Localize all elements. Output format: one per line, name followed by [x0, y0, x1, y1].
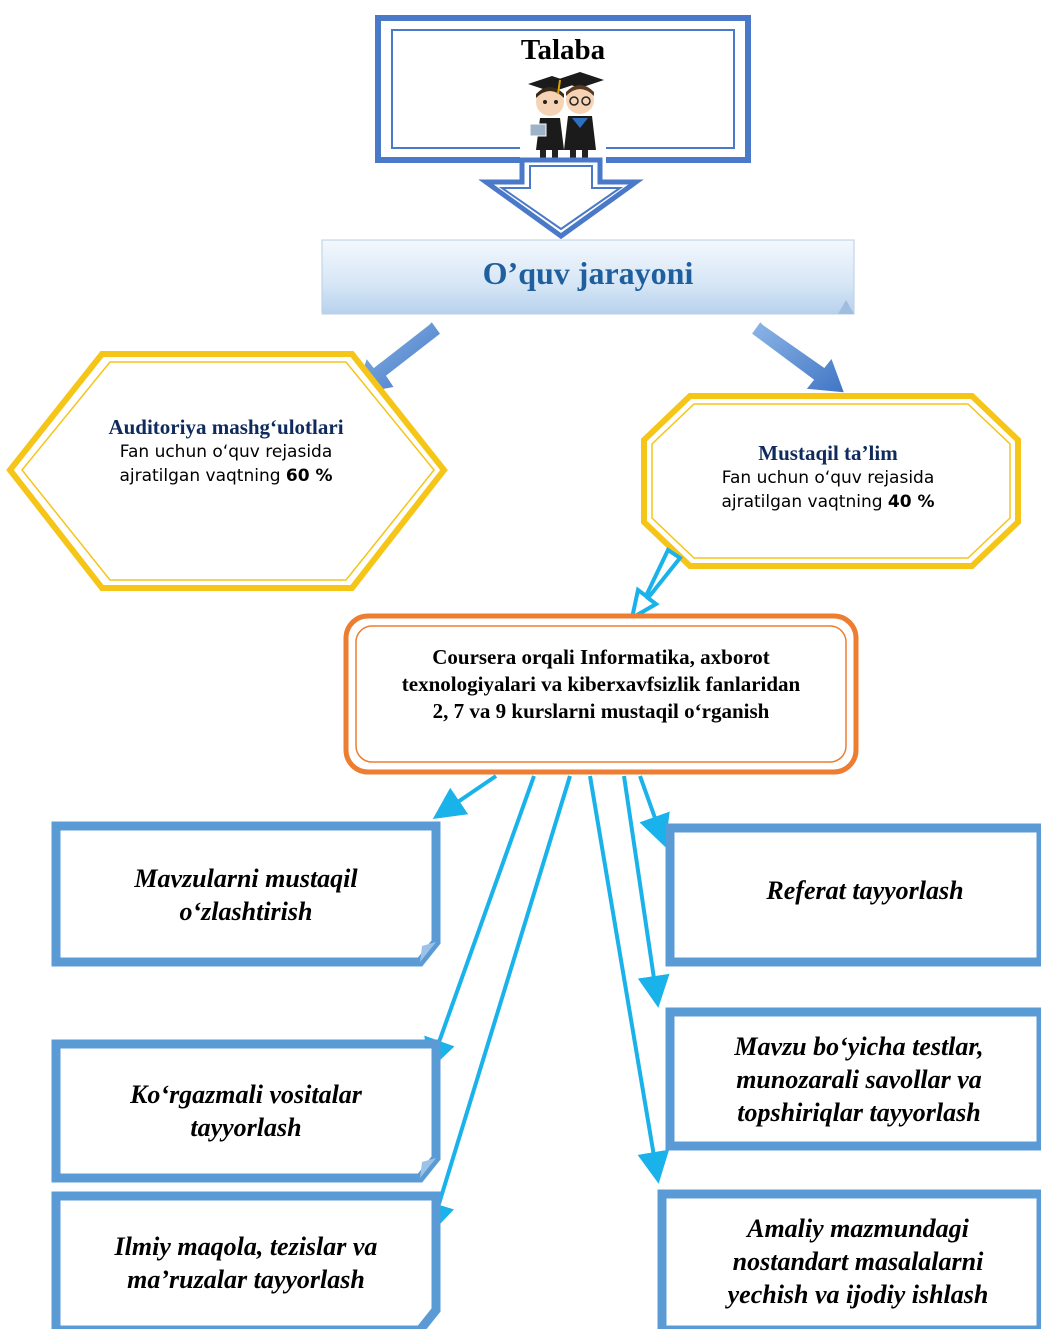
auditorium-text: Fan uchun o‘quv rejasida ajratilgan vaqt… — [96, 440, 356, 488]
auditorium-percent: 60 % — [285, 466, 333, 486]
independent-body: Fan uchun o‘quv rejasida ajratilgan vaqt… — [721, 468, 935, 512]
independent-text: Fan uchun o‘quv rejasida ajratilgan vaqt… — [700, 466, 956, 514]
auditorium-label: Auditoriya mashg‘ulotlari Fan uchun o‘qu… — [96, 414, 356, 488]
down-arrow-icon — [478, 157, 644, 240]
process-title: O’quv jarayoni — [482, 255, 694, 291]
independent-octagon — [641, 393, 1021, 569]
task-left-3-text: Ilmiy maqola, tezislar va ma’ruzalar tay… — [114, 1232, 378, 1294]
task-right-2-text: Mavzu bo‘yicha testlar, munozarali savol… — [734, 1032, 984, 1127]
task-box-left-1 — [51, 821, 441, 967]
auditorium-body: Fan uchun o‘quv rejasida ajratilgan vaqt… — [119, 442, 333, 486]
task-right-3-text: Amaliy mazmundagi nostandart masalalarni… — [727, 1214, 989, 1309]
independent-title: Mustaqil ta’lim — [758, 441, 898, 465]
task-box-left-3 — [51, 1191, 441, 1329]
task-box-right-3 — [657, 1189, 1041, 1329]
auditorium-hexagon — [6, 351, 448, 591]
auditorium-title: Auditoriya mashg‘ulotlari — [108, 415, 344, 439]
task-left-1-text: Mavzularni mustaqil o‘zlashtirish — [134, 864, 358, 926]
task-left-2-text: Ko‘rgazmali vositalar tayyorlash — [130, 1080, 362, 1142]
task-box-right-1 — [665, 823, 1041, 967]
independent-label: Mustaqil ta’lim Fan uchun o‘quv rejasida… — [700, 440, 956, 514]
task-box-right-2 — [665, 1007, 1041, 1151]
connector-arrows — [423, 774, 670, 1236]
process-box — [321, 239, 855, 315]
arrow-to-independent-icon — [747, 317, 849, 396]
task-right-1-text: Referat tayyorlash — [766, 876, 964, 905]
coursera-text: Coursera orqali Informatika, axborot tex… — [401, 645, 801, 723]
task-box-left-2 — [51, 1039, 441, 1183]
coursera-box — [343, 613, 859, 775]
student-title: Talaba — [520, 34, 606, 66]
independent-percent: 40 % — [887, 492, 935, 512]
arrow-to-coursera-icon — [629, 547, 683, 623]
